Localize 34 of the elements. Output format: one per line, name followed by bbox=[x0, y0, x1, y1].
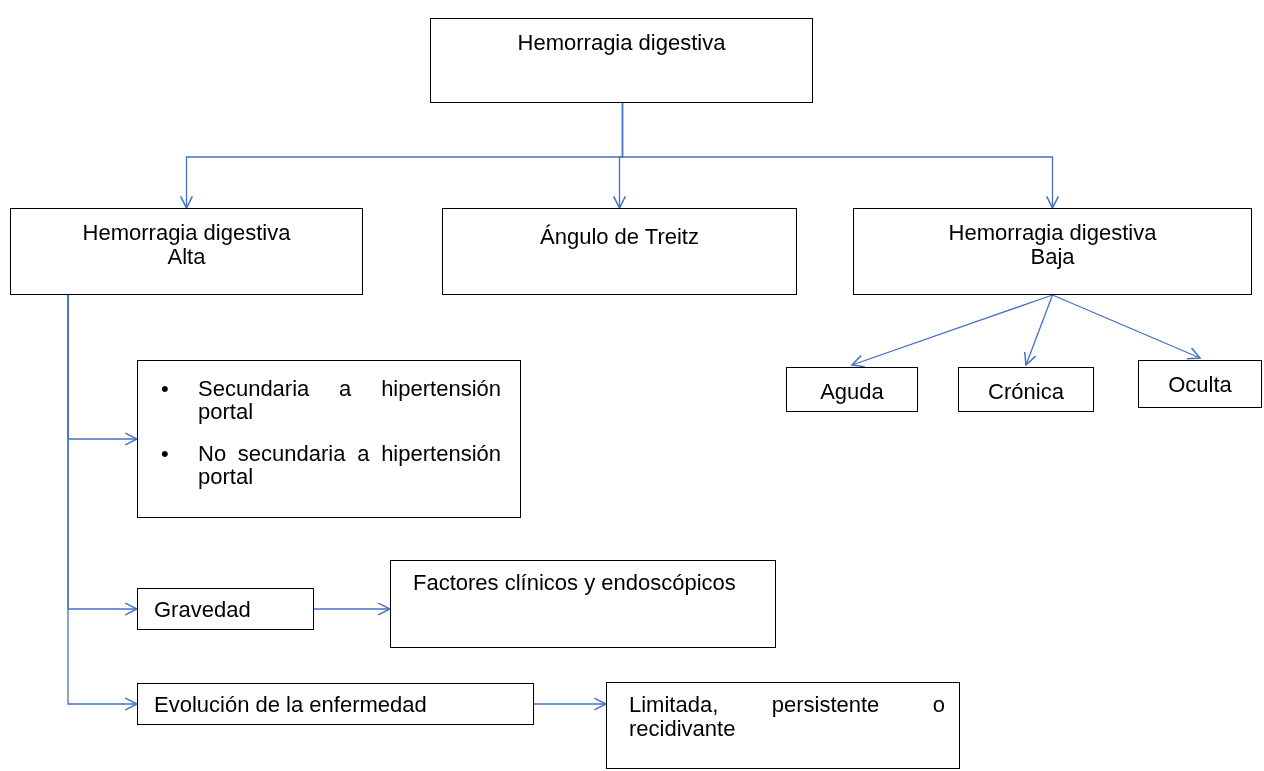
text-box bbox=[137, 588, 314, 630]
text-box bbox=[853, 208, 1252, 295]
text-box bbox=[10, 208, 363, 295]
node-label: Oculta bbox=[1167, 373, 1233, 397]
text-box bbox=[137, 360, 521, 518]
node-label: Limitada, persistente o recidivante bbox=[629, 693, 945, 741]
arrow bbox=[533, 697, 607, 711]
text-box bbox=[390, 560, 776, 648]
node-label: Evolución de la enfermedad bbox=[154, 693, 428, 717]
node-label: Hemorragia digestiva Alta bbox=[81, 221, 292, 269]
bullet-item: No secundaria a hipertensión portal bbox=[198, 442, 501, 491]
arrow bbox=[313, 602, 391, 616]
bullet-marker: • bbox=[161, 377, 170, 403]
arrow bbox=[851, 294, 1054, 368]
text-box bbox=[606, 682, 960, 769]
text-box bbox=[958, 367, 1094, 412]
node-label: Gravedad bbox=[154, 598, 252, 622]
text-box bbox=[442, 208, 797, 295]
node-label: Hemorragia digestiva bbox=[516, 31, 727, 55]
node-label: Ángulo de Treitz bbox=[539, 225, 700, 249]
arrow bbox=[1051, 294, 1201, 360]
arrow bbox=[621, 102, 1060, 209]
arrow bbox=[67, 294, 138, 711]
text-box bbox=[786, 367, 918, 412]
node-label: Hemorragia digestiva Baja bbox=[947, 221, 1158, 269]
bullet-item: Secundaria a hipertensión portal bbox=[198, 377, 501, 426]
node-label: Factores clínicos y endoscópicos bbox=[413, 571, 737, 595]
arrow bbox=[1023, 294, 1054, 366]
text-box bbox=[430, 18, 813, 103]
text-box bbox=[1138, 360, 1262, 408]
bullet-marker: • bbox=[161, 442, 170, 468]
node-label: Aguda bbox=[819, 380, 885, 404]
node-label: Crónica bbox=[987, 380, 1065, 404]
text-box bbox=[137, 683, 534, 725]
